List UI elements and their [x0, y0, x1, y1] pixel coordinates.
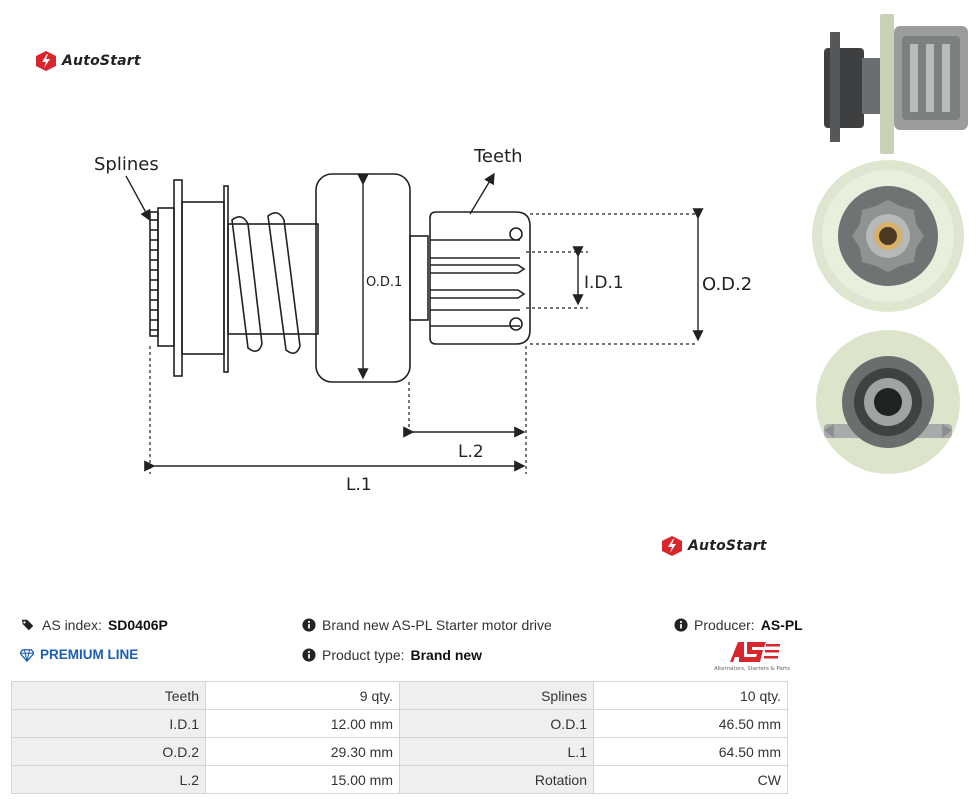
spec-value: 10 qty.	[593, 681, 788, 710]
spec-value: 46.50 mm	[593, 709, 788, 738]
spec-value: 9 qty.	[205, 681, 400, 710]
table-row: I.D.1 12.00 mm O.D.1 46.50 mm	[11, 709, 788, 738]
info-icon	[302, 618, 316, 632]
spec-value: 29.30 mm	[205, 737, 400, 766]
spec-label: O.D.1	[399, 709, 594, 738]
info-icon	[302, 648, 316, 662]
brand-logo-bottom: AutoStart	[662, 536, 767, 556]
producer-logo-tagline: Alternators, Starters & Parts	[714, 666, 790, 672]
product-description: Brand new AS-PL Starter motor drive	[302, 617, 552, 633]
product-type-label: Product type:	[322, 647, 405, 663]
product-type: Product type: Brand new	[302, 647, 482, 663]
technical-drawing: Splines Teeth O.D.1 I.D.1 O.D.2 L.2 L.1	[94, 146, 752, 495]
spec-label: Rotation	[399, 765, 594, 794]
as-index-value: SD0406P	[107, 617, 168, 633]
label-l1: L.1	[346, 475, 372, 495]
producer-value: AS-PL	[760, 617, 803, 633]
diamond-icon	[20, 648, 34, 662]
brand-name: AutoStart	[688, 538, 767, 554]
autostart-logo-icon	[36, 51, 56, 71]
photo-rear-view	[806, 330, 970, 490]
label-l2: L.2	[458, 442, 484, 462]
info-icon	[674, 618, 688, 632]
product-type-value: Brand new	[410, 647, 483, 663]
spec-value: 12.00 mm	[205, 709, 400, 738]
label-id1: I.D.1	[584, 273, 624, 293]
autostart-logo-icon	[662, 536, 682, 556]
premium-line-label: PREMIUM LINE	[40, 647, 139, 662]
spec-label: Splines	[399, 681, 594, 710]
tags-icon	[21, 619, 34, 631]
label-splines: Splines	[94, 154, 159, 175]
spec-value: CW	[593, 765, 788, 794]
as-index-label: AS index:	[42, 617, 102, 633]
brand-logo-top: AutoStart	[36, 51, 141, 71]
table-row: Teeth 9 qty. Splines 10 qty.	[11, 681, 788, 710]
label-teeth: Teeth	[473, 146, 523, 167]
brand-name: AutoStart	[62, 53, 141, 69]
photo-side-view	[806, 8, 970, 156]
producer: Producer: AS-PL	[674, 617, 803, 633]
premium-line-badge: PREMIUM LINE	[20, 647, 138, 662]
producer-label: Producer:	[694, 617, 755, 633]
description-text: Brand new AS-PL Starter motor drive	[322, 617, 552, 633]
label-od1: O.D.1	[366, 275, 402, 290]
photo-front-view	[806, 158, 970, 328]
spec-label: Teeth	[11, 681, 206, 710]
spec-table: Teeth 9 qty. Splines 10 qty. I.D.1 12.00…	[11, 681, 788, 794]
spec-label: L.2	[11, 765, 206, 794]
spec-label: O.D.2	[11, 737, 206, 766]
as-index: AS index: SD0406P	[20, 617, 168, 633]
label-od2: O.D.2	[702, 274, 752, 295]
spec-label: L.1	[399, 737, 594, 766]
spec-label: I.D.1	[11, 709, 206, 738]
as-pl-logo: Alternators, Starters & Parts	[714, 642, 790, 672]
table-row: L.2 15.00 mm Rotation CW	[11, 765, 788, 794]
table-row: O.D.2 29.30 mm L.1 64.50 mm	[11, 737, 788, 766]
spec-value: 64.50 mm	[593, 737, 788, 766]
spec-value: 15.00 mm	[205, 765, 400, 794]
